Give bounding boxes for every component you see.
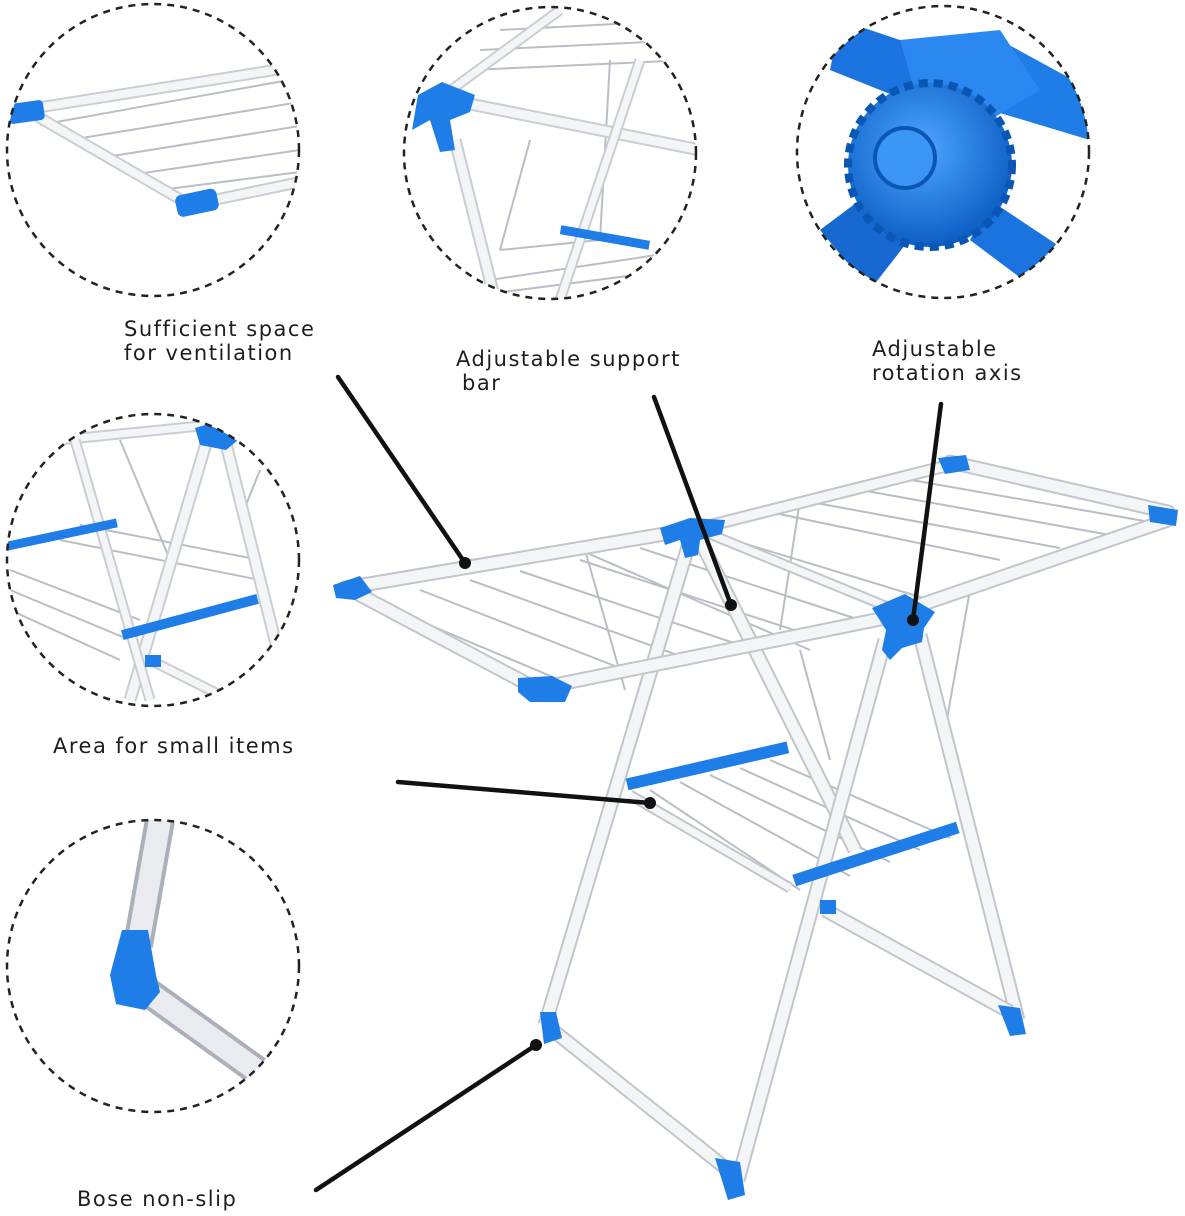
support-bar-label-line2: bar: [462, 371, 502, 395]
rotation-axis-callout-dot: [907, 614, 919, 626]
small-items-callout-dot: [644, 797, 656, 809]
rotation-axis-label-line2: rotation axis: [872, 361, 1023, 385]
support-bar-callout-dot: [725, 599, 737, 611]
wing-end-detail: [5, 2, 301, 298]
support-bar-label: Adjustable support bar: [456, 347, 681, 395]
rotation-axis-label: Adjustable rotation axis: [872, 337, 1023, 385]
ventilation-callout-dot: [459, 557, 471, 569]
foot-detail: [5, 818, 301, 1114]
non-slip-callout-line: [313, 1042, 539, 1193]
ventilation-label-line1: Sufficient space: [124, 317, 316, 341]
non-slip-callout-dot: [530, 1039, 542, 1051]
small-items-tray-detail: [5, 412, 301, 708]
blue-joints: [333, 455, 1178, 1200]
callout-lines: [313, 374, 944, 1193]
rotation-axis-label-line1: Adjustable: [872, 337, 998, 361]
wing-wires: [369, 477, 1151, 761]
rotation-knob-detail: [795, 4, 1091, 300]
tray-bars: [625, 741, 960, 893]
support-bar-detail: [402, 5, 698, 301]
non-slip-label-line1: Bose non-slip: [77, 1187, 238, 1211]
non-slip-label: Bose non-slip: [77, 1187, 237, 1211]
small-items-label: Area for small items: [53, 734, 295, 758]
ventilation-label-line2: for ventilation: [124, 341, 294, 365]
ventilation-callout-line: [335, 374, 468, 566]
drying-rack: [333, 454, 1178, 1200]
support-bar-callout-line: [651, 394, 734, 608]
support-bar-label-line1: Adjustable support: [456, 347, 681, 371]
small-items-label-line1: Area for small items: [53, 734, 295, 758]
top-frame: [337, 454, 1176, 696]
ventilation-label: Sufficient space for ventilation: [124, 317, 315, 365]
small-items-callout-line: [395, 779, 653, 806]
rotation-axis-callout-line: [910, 401, 944, 623]
